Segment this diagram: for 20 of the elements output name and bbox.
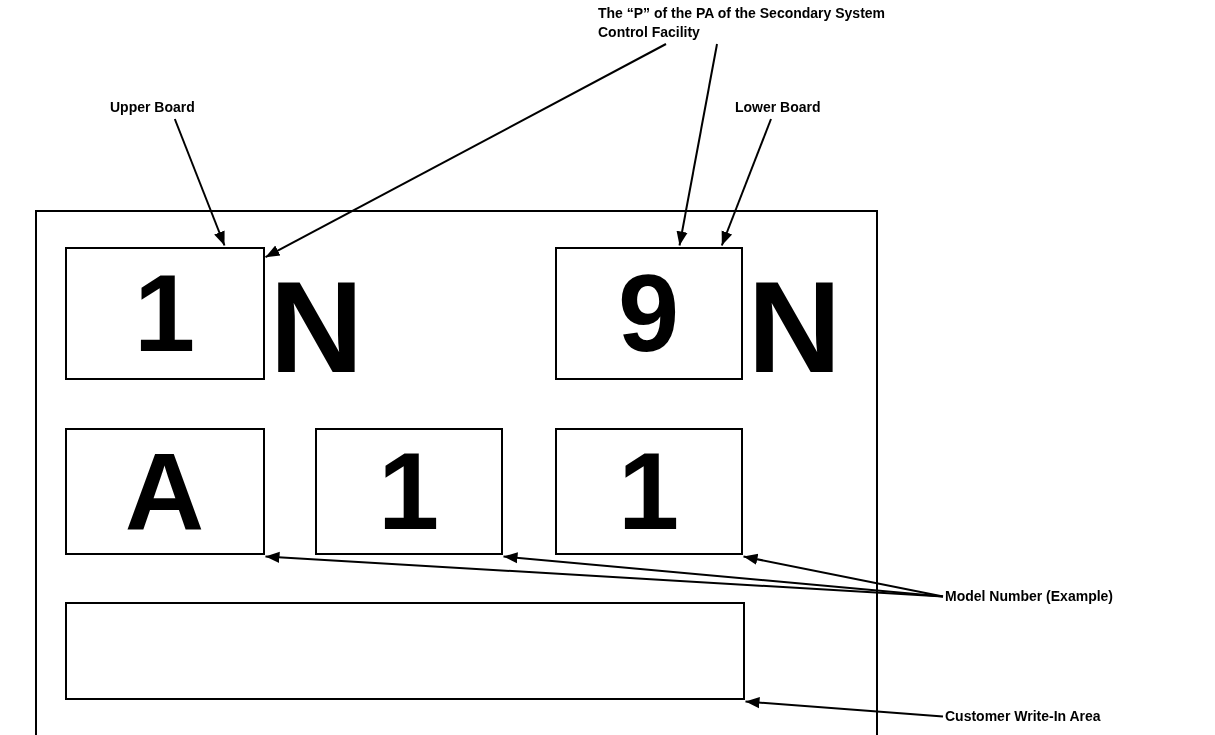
leader-line [744, 697, 944, 718]
character-box: 1 [64, 246, 265, 380]
leader-line [173, 118, 226, 247]
callout-text: Model Number (Example) [945, 587, 1165, 606]
leader-line [720, 118, 772, 247]
leader-line [676, 43, 718, 247]
leader-line [264, 43, 667, 259]
callout-text: Upper Board [110, 98, 230, 117]
character-box: A [64, 427, 265, 555]
callout-text: Lower Board [735, 98, 855, 117]
leader-line [742, 553, 944, 598]
model-letter: N [269, 261, 364, 392]
panel-outline [35, 210, 878, 735]
callout-text: Customer Write-In Area [945, 707, 1165, 726]
character-box: 1 [554, 427, 743, 555]
model-letter: N [747, 261, 842, 392]
write-in-box [64, 601, 745, 700]
character-box: 9 [554, 246, 743, 380]
callout-text: The “P” of the PA of the Secondary System Control Facility [598, 4, 938, 42]
character-box: 1 [314, 427, 503, 555]
